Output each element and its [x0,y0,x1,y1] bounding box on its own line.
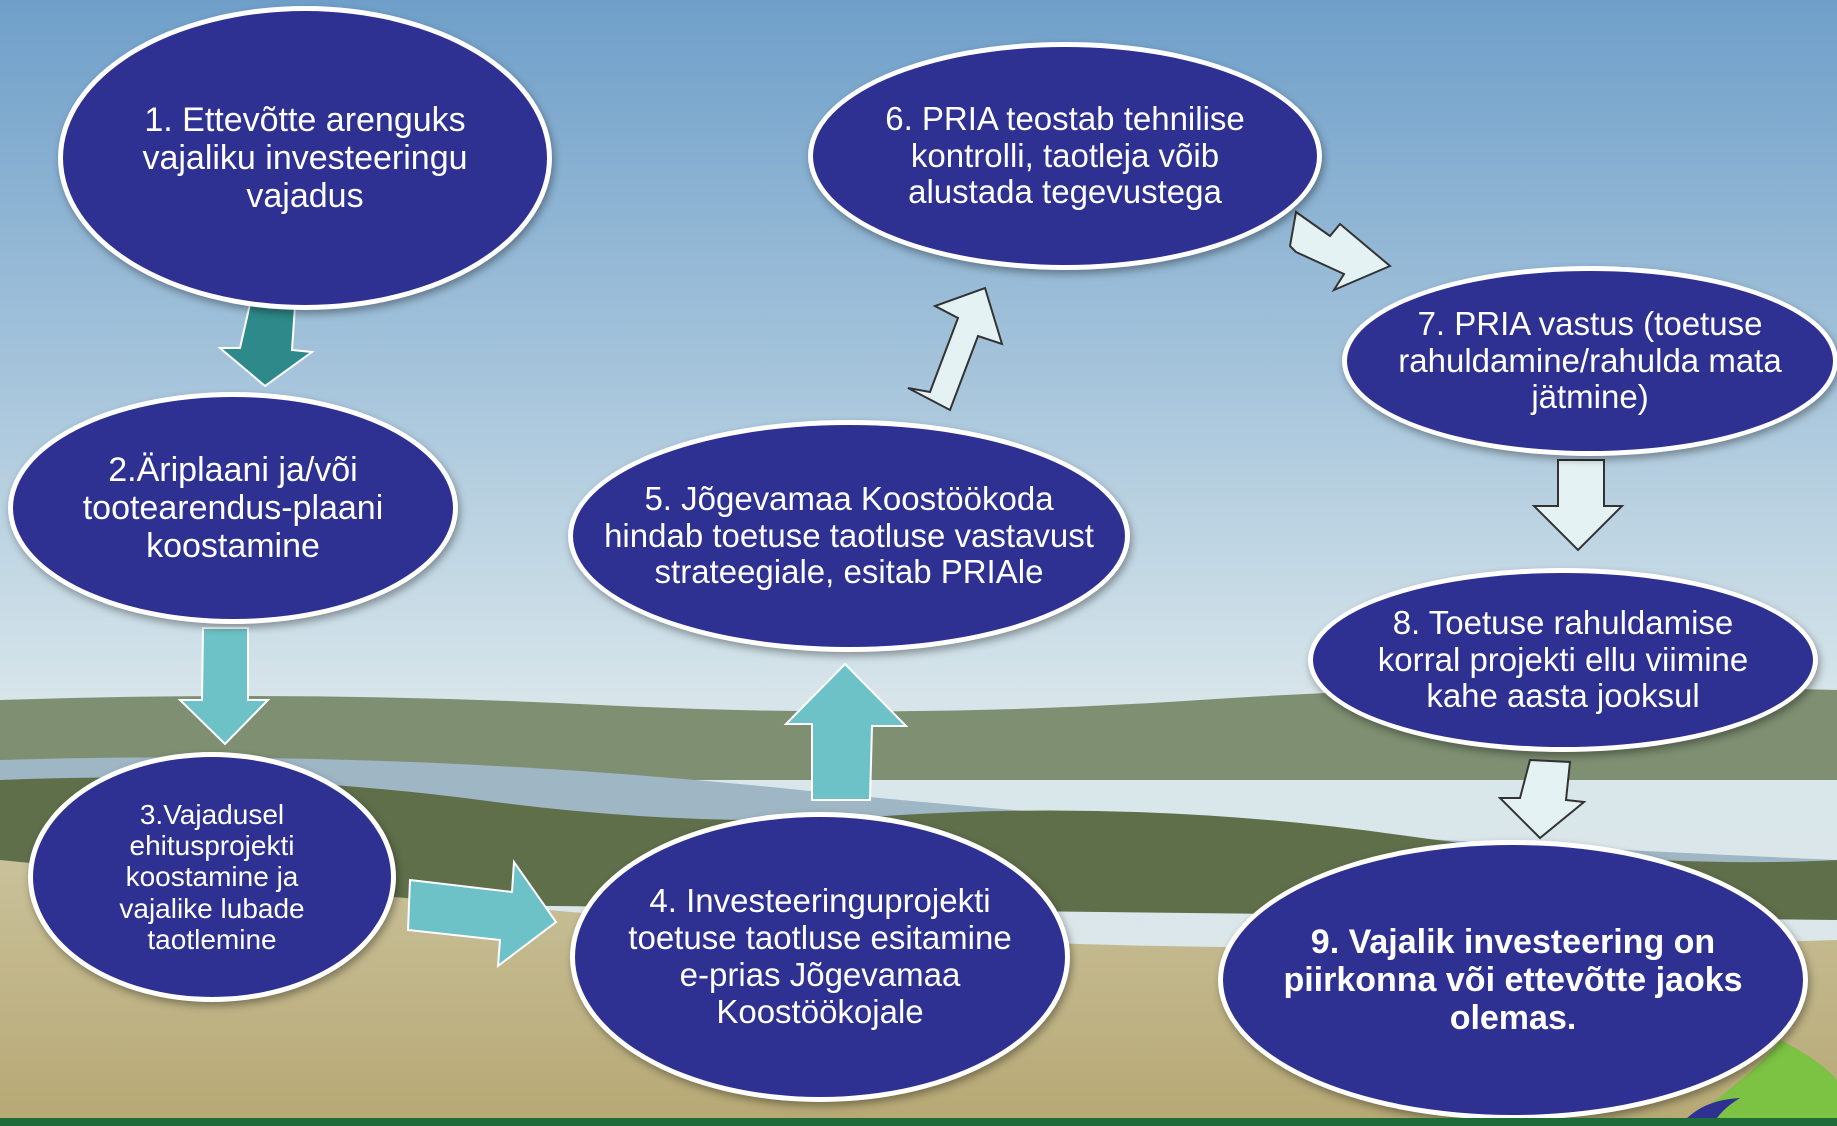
arrow-4-to-5 [783,662,909,801]
step-6-ellipse: 6. PRIA teostab tehnilise kontrolli, tao… [808,42,1322,270]
step-9-ellipse: 9. Vajalik investeering on piirkonna või… [1218,840,1808,1120]
arrow-8-to-9 [1497,758,1587,840]
step-9-text: 9. Vajalik investeering on piirkonna või… [1283,922,1743,1038]
step-6-text: 6. PRIA teostab tehnilise kontrolli, tao… [885,99,1245,211]
step-7-text: 7. PRIA vastus (toetuse rahuldamine/rahu… [1398,304,1782,416]
arrow-5-to-6 [907,286,1004,412]
step-8-text: 8. Toetuse rahuldamise korral projekti e… [1377,603,1749,715]
step-3-text: 3.Vajadusel ehitusprojekti koostamine ja… [119,798,305,956]
step-1-text: 1. Ettevõtte arenguks vajaliku investeer… [142,100,468,216]
step-7-ellipse: 7. PRIA vastus (toetuse rahuldamine/rahu… [1342,266,1837,456]
arrow-1-to-2 [217,302,315,388]
step-4-text: 4. Investeeringuprojekti toetuse taotlus… [628,882,1012,1030]
step-2-ellipse: 2.Äriplaani ja/või tootearendus-plaani k… [8,392,458,624]
bottom-bar [0,1118,1837,1126]
step-1-ellipse: 1. Ettevõtte arenguks vajaliku investeer… [58,6,552,310]
step-4-ellipse: 4. Investeeringuprojekti toetuse taotlus… [570,812,1070,1102]
arrow-2-to-3 [177,627,271,746]
step-3-ellipse: 3.Vajadusel ehitusprojekti koostamine ja… [28,752,396,1002]
arrow-7-to-8 [1531,459,1625,552]
arrow-3-to-4 [406,859,558,969]
step-5-ellipse: 5. Jõgevamaa Koostöökoda hindab toetuse … [568,420,1130,652]
step-8-ellipse: 8. Toetuse rahuldamise korral projekti e… [1308,568,1818,752]
step-5-text: 5. Jõgevamaa Koostöökoda hindab toetuse … [604,479,1094,591]
arrow-6-to-7 [1288,210,1392,293]
step-2-text: 2.Äriplaani ja/või tootearendus-plaani k… [82,450,384,566]
